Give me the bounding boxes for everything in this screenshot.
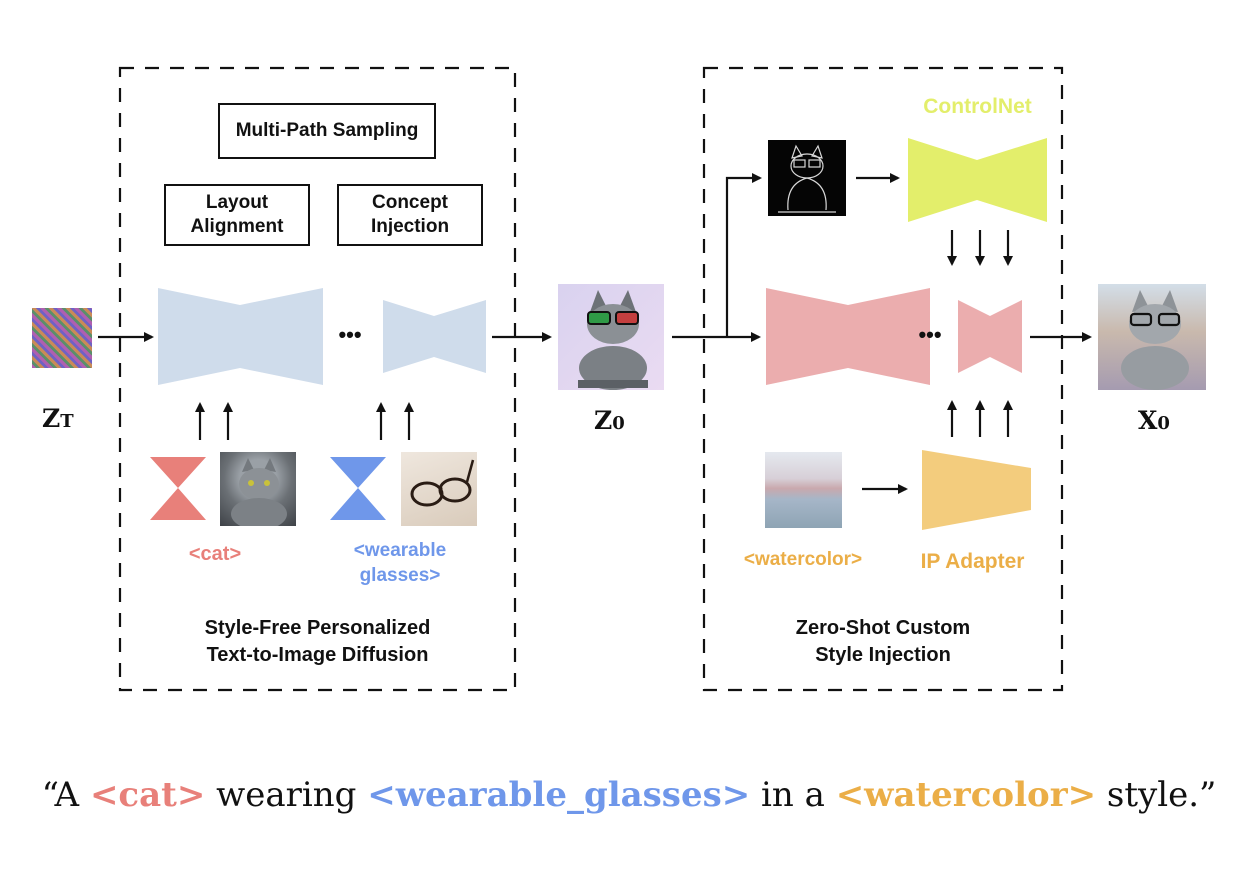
multi-path-sampling-box: Multi-Path Sampling <box>218 103 436 159</box>
cat-with-glasses-image <box>558 284 664 390</box>
ip-adapter-shape <box>922 450 1031 530</box>
noise-image <box>32 308 92 368</box>
left-ellipsis: ••• <box>338 322 362 347</box>
z0-label: Z0 <box>594 406 625 435</box>
concept-injection-label-line2: Injection <box>370 216 450 237</box>
x0-subscript: 0 <box>1157 413 1170 434</box>
caption-part-1: “A <box>41 775 90 815</box>
unet-blue-large <box>158 288 323 385</box>
left-panel-title-line2: Text-to-Image Diffusion <box>206 644 429 666</box>
cat-silhouette-icon <box>231 458 287 526</box>
x0-label: X0 <box>1138 406 1170 435</box>
layout-alignment-box: Layout Alignment <box>164 184 310 246</box>
controlnet-label: ControlNet <box>923 95 1032 118</box>
cat-glasses-drawing-icon <box>578 290 648 390</box>
caption-token-glasses: <wearable_glasses> <box>367 775 751 815</box>
watercolor-token-label: <watercolor> <box>743 549 863 570</box>
arrow-z0-to-edge-map <box>725 173 762 337</box>
z0-subscript: 0 <box>612 413 625 434</box>
concept-injection-label-line1: Concept <box>372 192 448 214</box>
cat-photo <box>220 452 296 526</box>
right-panel-title-line1: Zero-Shot Custom <box>795 617 971 639</box>
watercolor-cat-drawing-icon <box>1121 290 1189 390</box>
glasses-concept-icon <box>330 457 386 488</box>
controlnet-shape <box>908 138 1047 222</box>
left-panel-border <box>118 66 517 692</box>
caption-part-2: wearing <box>205 775 368 815</box>
zt-subscript: T <box>60 411 74 432</box>
zt-main: Z <box>42 404 61 433</box>
cat-concept-icon <box>150 457 206 488</box>
glasses-photo <box>401 452 477 526</box>
glasses-concept-label-line2: glasses> <box>359 565 441 586</box>
unet-blue-small <box>383 300 486 373</box>
caption-token-cat: <cat> <box>89 775 206 815</box>
caption-part-3: in a <box>750 775 836 815</box>
x0-main: X <box>1138 406 1158 435</box>
cat-concept-icon-bottom <box>150 488 206 520</box>
watercolor-cat-output-image <box>1098 284 1206 390</box>
left-panel-title-line1: Style-Free Personalized <box>204 617 431 639</box>
glasses-icon <box>410 459 475 507</box>
cat-concept-label: <cat> <box>188 543 242 565</box>
unet-pink-large <box>766 288 930 385</box>
prompt-caption: “A <cat> wearing <wearable_glasses> in a… <box>0 775 1258 815</box>
layout-alignment-label-line1: Layout <box>205 192 269 214</box>
right-panel-title-line2: Style Injection <box>815 644 951 666</box>
edge-map-image <box>768 140 846 216</box>
glasses-concept-label-line1: <wearable <box>353 540 447 561</box>
glasses-concept-icon-bottom <box>330 488 386 520</box>
z0-main: Z <box>594 406 613 435</box>
caption-part-4: style.” <box>1096 775 1217 815</box>
layout-alignment-label-line2: Alignment <box>190 216 284 237</box>
cat-edge-outline-icon <box>778 144 836 213</box>
right-panel-border <box>702 66 1064 692</box>
concept-injection-box: Concept Injection <box>337 184 483 246</box>
caption-token-style: <watercolor> <box>835 775 1097 815</box>
watercolor-reference-image <box>765 452 842 528</box>
unet-pink-small <box>958 300 1022 373</box>
right-ellipsis: ••• <box>918 322 942 347</box>
multi-path-sampling-label: Multi-Path Sampling <box>235 120 419 142</box>
zt-label: ZT <box>42 404 74 433</box>
ip-adapter-label: IP Adapter <box>920 550 1025 573</box>
